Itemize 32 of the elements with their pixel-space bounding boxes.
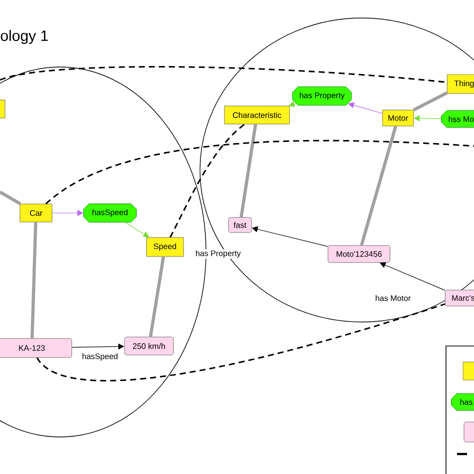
edge-label: has Property (194, 249, 242, 259)
subclass-link (240, 124, 258, 218)
class-box: Characteristic (224, 106, 290, 124)
instance-box: fast (228, 217, 252, 233)
property-box: has Property (292, 86, 352, 106)
mapping-line (45, 140, 474, 204)
mapping-line (36, 303, 446, 382)
edge-label: has Motor (374, 294, 412, 302)
class-box: Motor (382, 110, 414, 126)
class-box: Speed (146, 237, 184, 257)
instance-box: KA-123 (0, 338, 72, 358)
property-box: hss Mo (441, 110, 474, 128)
instance-box: 250 km/h (124, 336, 174, 356)
mapping-line (0, 66, 448, 83)
subclass-link (360, 126, 398, 246)
arrow (348, 102, 383, 114)
arrow (125, 222, 150, 238)
subclass-link (148, 256, 166, 338)
concept-box (0, 100, 6, 118)
class-box: Car (20, 204, 52, 222)
mapping-line (170, 124, 246, 238)
subclass-link (412, 91, 448, 112)
property-box: hasSpeed (83, 204, 137, 222)
class-box: Thing (447, 74, 474, 94)
arrow (288, 101, 296, 108)
subclass-link (0, 190, 22, 206)
arrow (380, 262, 446, 291)
title: ology 1 (0, 30, 48, 44)
legend-sample: has (451, 393, 474, 411)
instance-box: Moto'123456 (328, 245, 390, 263)
edge-label: hasSpeed (80, 352, 120, 362)
subclass-link (30, 222, 38, 338)
